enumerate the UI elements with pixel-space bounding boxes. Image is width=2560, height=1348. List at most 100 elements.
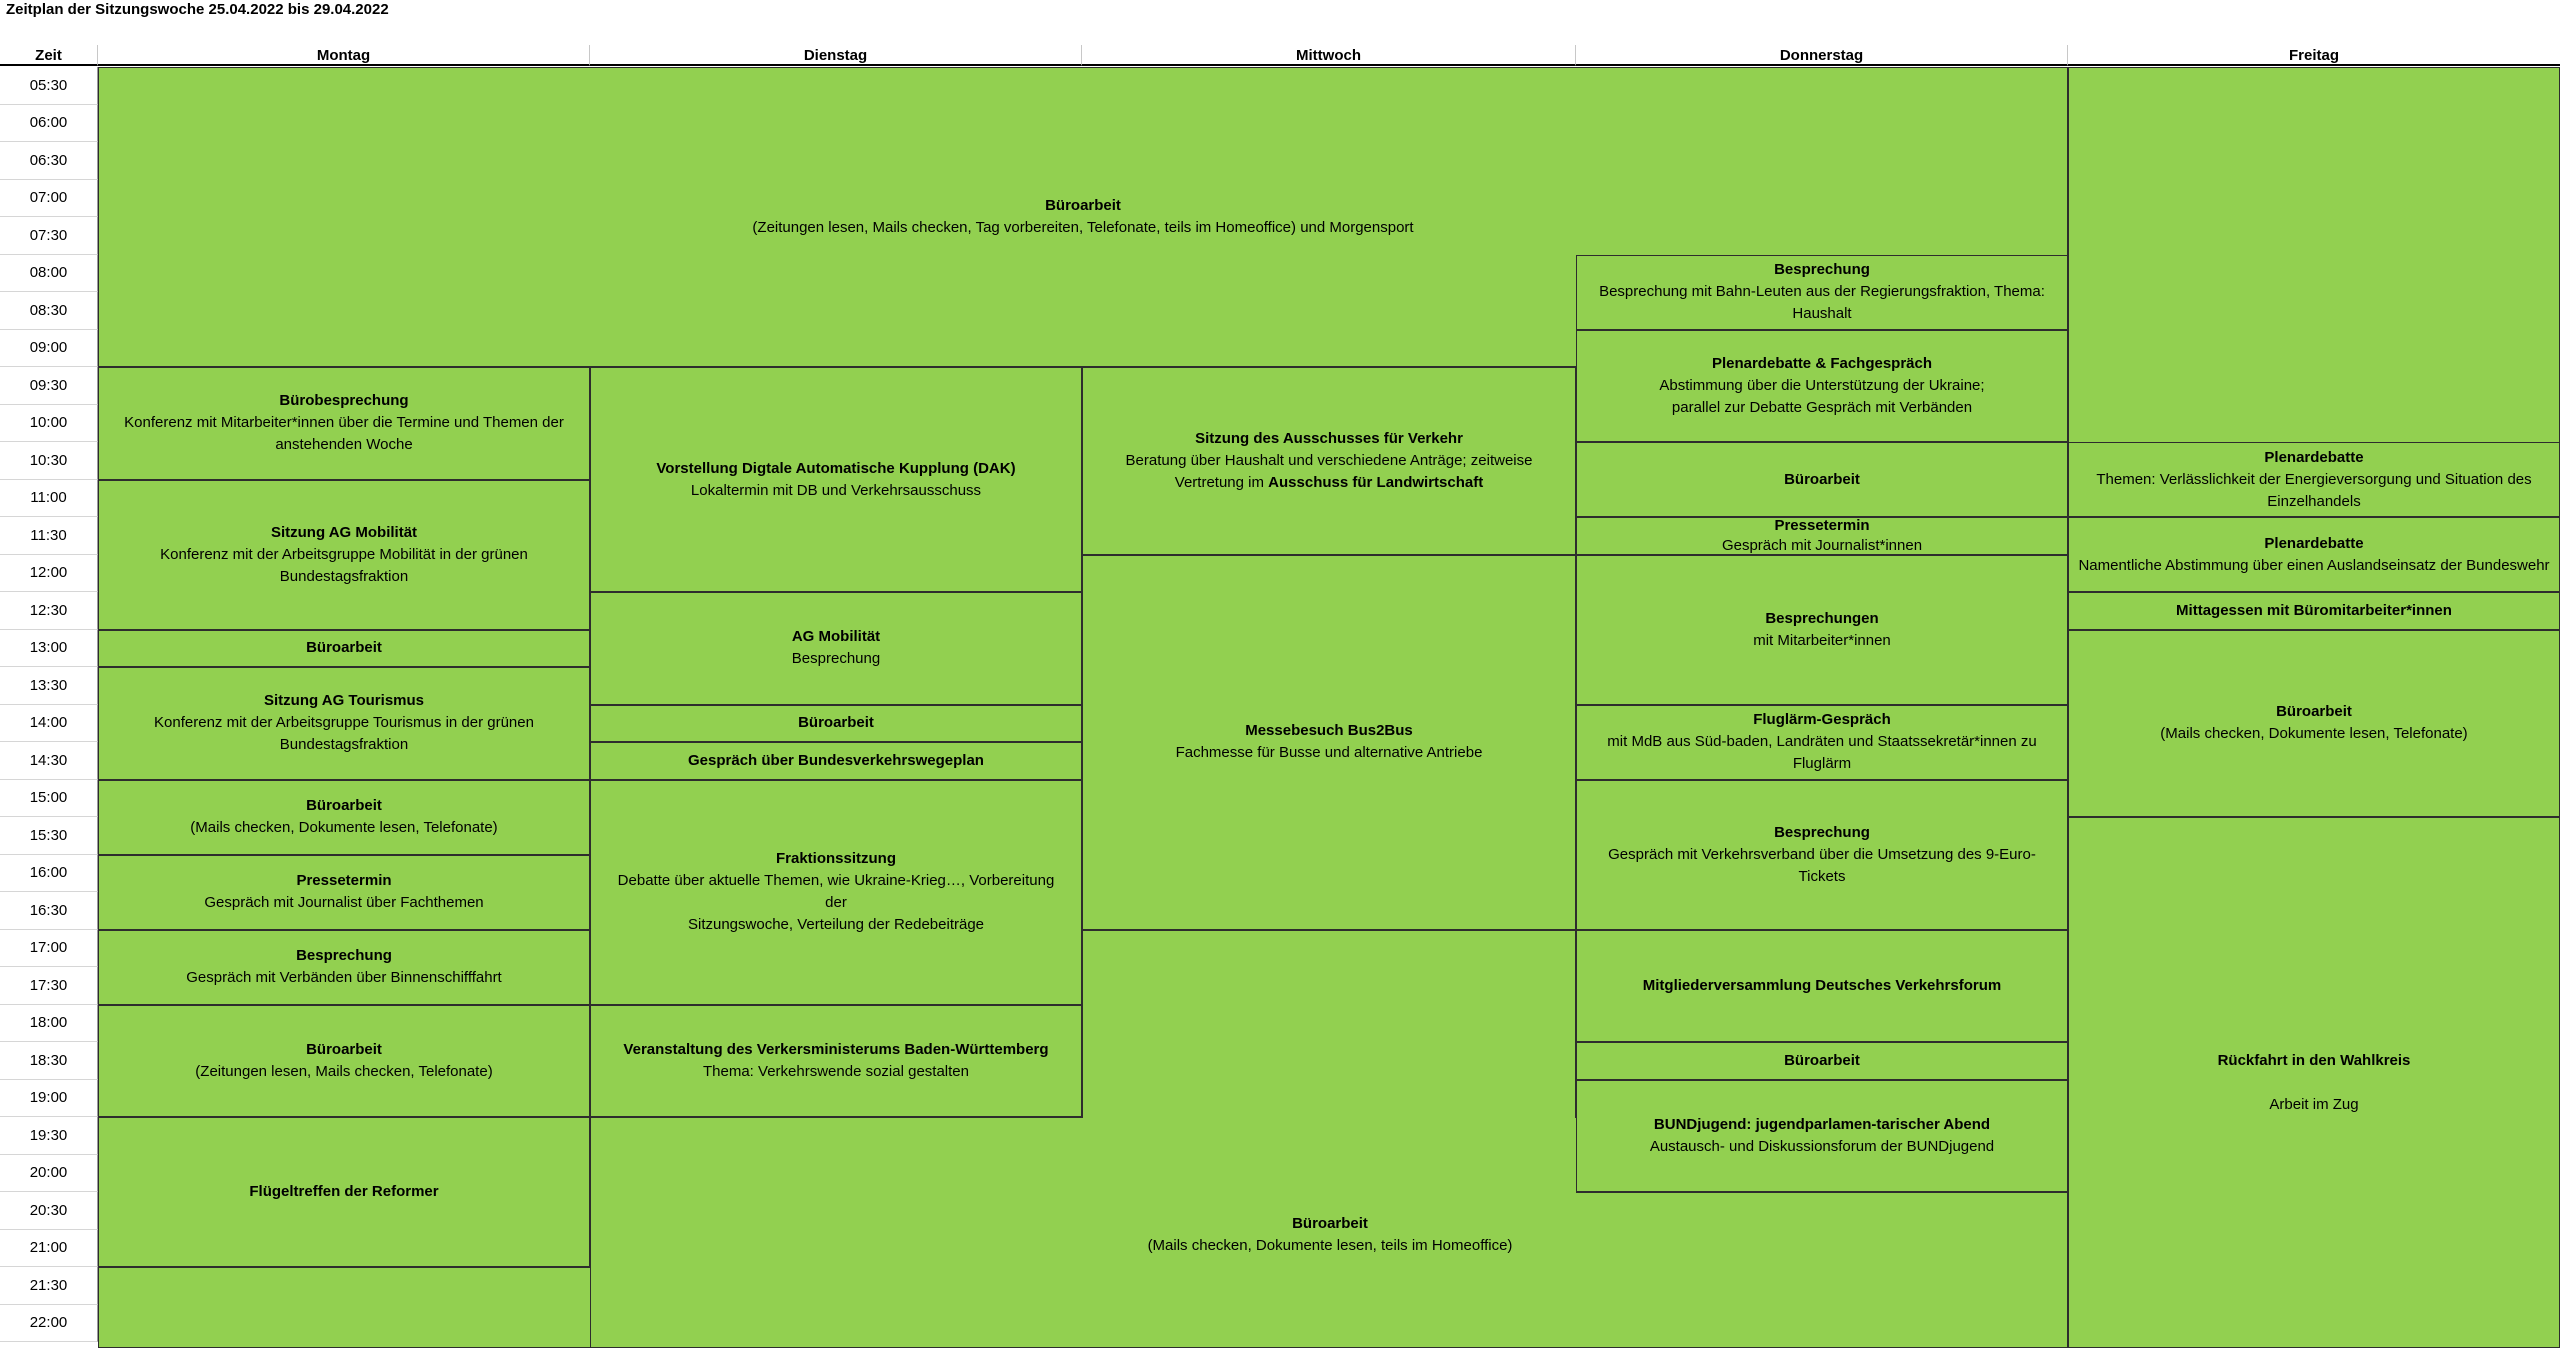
header-wednesday: Mittwoch [1082,45,1576,66]
event-mon-buerobesprechung[interactable]: Bürobesprechung Konferenz mit Mitarbeite… [98,367,590,480]
event-thu-pressetermin[interactable]: Pressetermin Gespräch mit Journalist*inn… [1576,517,2068,555]
event-description: (Mails checken, Dokumente lesen, Telefon… [2160,725,2468,743]
event-description: Austausch- und Diskussionsforum der BUND… [1649,1137,1995,1155]
event-mon-bueroarbeit-1[interactable]: Büroarbeit [98,629,590,667]
event-title: Messebesuch Bus2Bus [1245,722,1413,739]
event-wed-messebesuch[interactable]: Messebesuch Bus2Bus Fachmesse für Busse … [1082,554,1576,930]
event-tue-ag-mobilitaet[interactable]: AG Mobilität Besprechung [590,592,1082,705]
event-mon-besprechung[interactable]: Besprechung Gespräch mit Verbänden über … [98,929,590,1005]
time-slot: 16:00 [0,854,98,892]
header-friday: Freitag [2068,45,2560,66]
time-slot: 10:30 [0,442,98,480]
time-slot: 13:30 [0,667,98,705]
event-title: Sitzung AG Tourismus [264,692,424,710]
event-description: Abstimmung über die Unterstützung der Uk… [1659,376,1985,416]
event-fri-plenardebatte-1[interactable]: Plenardebatte Themen: Verlässlichkeit de… [2068,442,2560,517]
time-slot: 14:00 [0,704,98,742]
time-slot: 18:30 [0,1042,98,1080]
event-thu-besprechung-bahn[interactable]: Besprechung Besprechung mit Bahn-Leuten … [1576,254,2068,330]
event-description: Thema: Verkehrswende sozial gestalten [703,1062,969,1080]
time-slot: 22:00 [0,1304,98,1342]
event-description: Gespräch mit Journalist*innen [1721,536,1923,554]
header-thursday: Donnerstag [1576,45,2068,66]
event-description: Besprechung mit Bahn-Leuten aus der Regi… [1599,283,2045,322]
event-tue-fraktionssitzung[interactable]: Fraktionssitzung Debatte über aktuelle T… [590,779,1082,1005]
event-description: (Mails checken, Dokumente lesen, teils i… [1147,1237,1513,1254]
time-slot: 15:30 [0,817,98,855]
time-slot: 09:30 [0,367,98,405]
time-slot: 11:00 [0,479,98,517]
event-thu-bundjugend[interactable]: BUNDjugend: jugendparlamen-tarischer Abe… [1576,1079,2068,1192]
event-evening-office-wed[interactable] [1082,929,1576,1118]
time-slot: 07:30 [0,217,98,255]
event-fri-bueroarbeit[interactable]: Büroarbeit (Mails checken, Dokumente les… [2068,629,2560,817]
header-monday: Montag [98,45,590,66]
time-slot: 20:00 [0,1154,98,1192]
time-slot: 12:30 [0,592,98,630]
event-wed-ausschuss-verkehr[interactable]: Sitzung des Ausschusses für Verkehr Bera… [1082,367,1576,555]
event-title: Fraktionssitzung [775,850,896,867]
event-thu-mitgliederversammlung[interactable]: Mitgliederversammlung Deutsches Verkehrs… [1576,929,2068,1042]
event-evening-office-thu[interactable] [1576,1192,2068,1348]
time-slot: 09:00 [0,329,98,367]
event-mon-bueroarbeit-3[interactable]: Büroarbeit (Zeitungen lesen, Mails check… [98,1004,590,1117]
time-slot: 18:00 [0,1004,98,1042]
event-title: Besprechung [1774,261,1870,278]
time-slot: 06:00 [0,104,98,142]
event-title: Büroarbeit [306,639,382,657]
event-description: Namentliche Abstimmung über einen Auslan… [2078,556,2550,574]
event-mon-bueroarbeit-2[interactable]: Büroarbeit (Mails checken, Dokumente les… [98,779,590,855]
event-title: Gespräch über Bundesverkehrswegeplan [688,751,984,769]
time-slot: 17:30 [0,967,98,1005]
event-description: Konferenz mit Mitarbeiter*innen über die… [124,414,564,454]
page-title: Zeitplan der Sitzungswoche 25.04.2022 bi… [6,1,389,18]
time-slot: 05:30 [0,67,98,105]
event-title: Veranstaltung des Verkersministerums Bad… [623,1040,1049,1058]
event-thu-fluglaerm[interactable]: Fluglärm-Gespräch mit MdB aus Süd-baden,… [1576,704,2068,780]
event-thu-besprechung-9euro[interactable]: Besprechung Gespräch mit Verkehrsverband… [1576,779,2068,930]
event-title: Bürobesprechung [279,392,409,410]
time-slot: 19:00 [0,1079,98,1117]
event-description: Fachmesse für Busse und alternative Antr… [1175,744,1483,761]
event-title: Pressetermin [1774,517,1870,534]
event-tue-veranstaltung-bw[interactable]: Veranstaltung des Verkersministerums Bad… [590,1004,1082,1117]
event-description: Konferenz mit der Arbeitsgruppe Mobilitä… [160,545,528,585]
event-mon-ag-mobilitaet[interactable]: Sitzung AG Mobilität Konferenz mit der A… [98,479,590,630]
event-evening-office-label: Büroarbeit (Mails checken, Dokumente les… [980,1195,1680,1275]
event-title: Plenardebatte & Fachgespräch [1711,354,1933,372]
event-morning-office-friday[interactable] [2068,67,2560,442]
event-mon-fluegeltreffen[interactable]: Flügeltreffen der Reformer [98,1117,590,1267]
event-title: Rückfahrt in den Wahlkreis [2217,1051,2411,1069]
event-title: Büroarbeit [2276,703,2352,721]
event-description: mit Mitarbeiter*innen [1753,631,1891,649]
event-tue-dak[interactable]: Vorstellung Digtale Automatische Kupplun… [590,367,1082,592]
event-tue-bueroarbeit[interactable]: Büroarbeit [590,704,1082,742]
time-slot: 19:30 [0,1117,98,1155]
event-title: Sitzung des Ausschusses für Verkehr [1195,429,1463,447]
event-fri-plenardebatte-2[interactable]: Plenardebatte Namentliche Abstimmung übe… [2068,517,2560,592]
event-tue-bundesverkehrswegeplan[interactable]: Gespräch über Bundesverkehrswegeplan [590,742,1082,780]
event-thu-besprechungen[interactable]: Besprechungen mit Mitarbeiter*innen [1576,554,2068,705]
time-slot: 12:00 [0,554,98,592]
event-thu-bueroarbeit-2[interactable]: Büroarbeit [1576,1042,2068,1080]
event-mon-ag-tourismus[interactable]: Sitzung AG Tourismus Konferenz mit der A… [98,667,590,780]
event-thu-bueroarbeit-1[interactable]: Büroarbeit [1576,442,2068,517]
time-slot: 21:30 [0,1267,98,1305]
event-description: Arbeit im Zug [2269,1095,2359,1113]
event-title: Mitgliederversammlung Deutsches Verkehrs… [1642,976,2002,994]
event-mon-pressetermin[interactable]: Pressetermin Gespräch mit Journalist übe… [98,854,590,930]
time-slot: 08:30 [0,292,98,330]
time-slot: 15:00 [0,779,98,817]
event-title: Büroarbeit [1292,1215,1368,1232]
header-tuesday: Dienstag [590,45,1082,66]
event-fri-mittagessen[interactable]: Mittagessen mit Büromitarbeiter*innen [2068,592,2560,630]
event-description: (Zeitungen lesen, Mails checken, Telefon… [195,1062,493,1080]
event-description: mit MdB aus Süd-baden, Landräten und Sta… [1607,733,2037,772]
event-evening-office-mon[interactable] [98,1267,590,1348]
header-time: Zeit [0,45,98,66]
event-thu-plenardebatte[interactable]: Plenardebatte & Fachgespräch Abstimmung … [1576,329,2068,442]
event-title: Büroarbeit [1784,470,1860,488]
time-slot: 06:30 [0,142,98,180]
event-fri-rueckfahrt[interactable]: Rückfahrt in den Wahlkreis Arbeit im Zug [2068,817,2560,1348]
event-title: Büroarbeit [1784,1051,1860,1069]
